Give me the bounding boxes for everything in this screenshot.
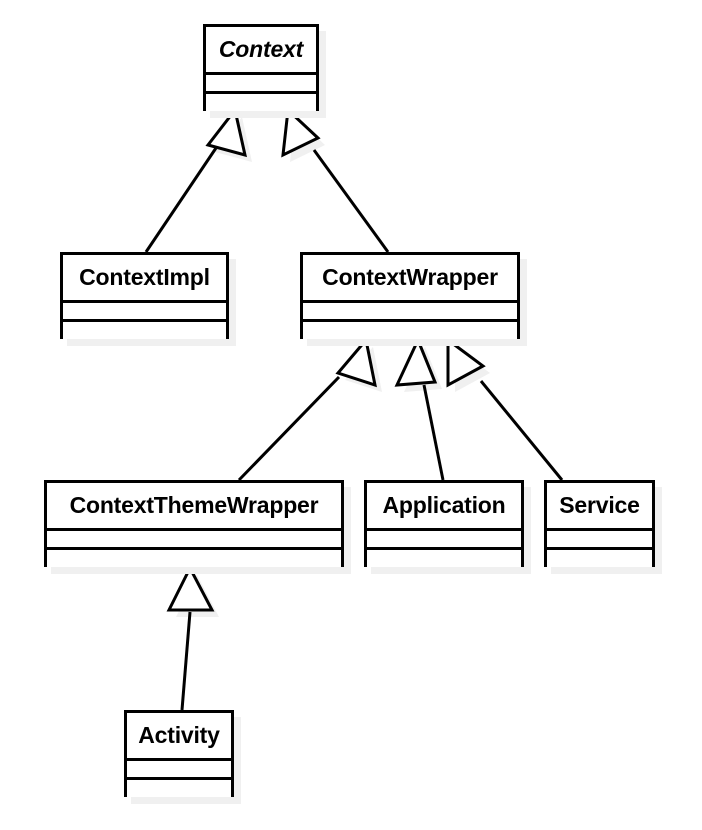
class-attributes-compartment [547, 531, 652, 550]
edge-service-to-contextwrapper [446, 337, 564, 481]
class-box-contextthemewrapper[interactable]: ContextThemeWrapper [44, 480, 344, 567]
class-attributes-compartment [63, 303, 226, 322]
class-operations-compartment [47, 550, 341, 567]
class-name-compartment: Context [206, 27, 316, 75]
class-box-service[interactable]: Service [544, 480, 655, 567]
class-attributes-compartment [303, 303, 517, 322]
class-attributes-compartment [367, 531, 521, 550]
class-name-compartment: Application [367, 483, 521, 531]
edge-activity-to-contextthemewrapper [166, 564, 215, 711]
class-box-context[interactable]: Context [203, 24, 319, 111]
class-name-label: Context [218, 36, 304, 62]
class-name-compartment: ContextWrapper [303, 255, 517, 303]
class-name-label: ContextImpl [79, 264, 210, 290]
class-attributes-compartment [206, 75, 316, 94]
class-operations-compartment [303, 322, 517, 339]
edge-contextimpl-to-context [144, 106, 248, 253]
class-attributes-compartment [47, 531, 341, 550]
class-name-label: ContextThemeWrapper [69, 492, 319, 518]
class-box-contextimpl[interactable]: ContextImpl [60, 252, 229, 339]
class-operations-compartment [367, 550, 521, 567]
class-operations-compartment [547, 550, 652, 567]
class-operations-compartment [63, 322, 226, 339]
class-name-compartment: Activity [127, 713, 231, 761]
edge-contextwrapper-to-context [281, 106, 390, 253]
class-box-activity[interactable]: Activity [124, 710, 234, 797]
edge-application-to-contextwrapper [394, 336, 445, 481]
class-name-label: Activity [138, 722, 220, 748]
class-operations-compartment [127, 780, 231, 797]
class-box-contextwrapper[interactable]: ContextWrapper [300, 252, 520, 339]
class-name-compartment: ContextThemeWrapper [47, 483, 341, 531]
class-box-application[interactable]: Application [364, 480, 524, 567]
class-name-compartment: Service [547, 483, 652, 531]
edge-contextthemewrapper-to-contextwrapper [237, 336, 377, 482]
class-attributes-compartment [127, 761, 231, 780]
class-name-compartment: ContextImpl [63, 255, 226, 303]
class-name-label: Service [559, 492, 640, 518]
class-name-label: Application [382, 492, 506, 518]
class-name-label: ContextWrapper [322, 264, 498, 290]
class-operations-compartment [206, 94, 316, 111]
